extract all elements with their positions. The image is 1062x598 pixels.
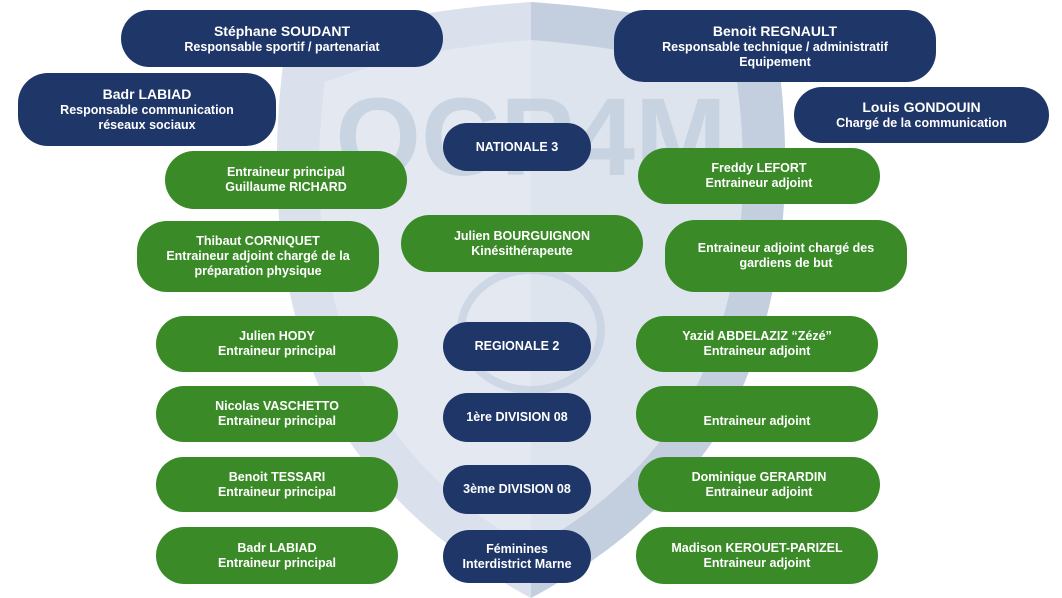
staff-labiad-com-role: Responsable communication xyxy=(60,103,234,117)
staff-gondouin: Louis GONDOUIN Chargé de la communicatio… xyxy=(794,87,1049,143)
staff-soudant: Stéphane SOUDANT Responsable sportif / p… xyxy=(121,10,443,67)
staff-bourguignon: Julien BOURGUIGNON Kinésithérapeute xyxy=(401,215,643,272)
staff-labiad-com-name: Badr LABIAD xyxy=(102,86,192,102)
coach-hody: Julien HODY Entraineur principal xyxy=(156,316,398,372)
coach-gerardin: Dominique GERARDIN Entraineur adjoint xyxy=(638,457,880,512)
staff-soudant-role: Responsable sportif / partenariat xyxy=(184,39,380,54)
coach-labiad: Badr LABIAD Entraineur principal xyxy=(156,527,398,584)
staff-labiad-com-role2: réseaux sociaux xyxy=(98,118,196,132)
staff-gondouin-name: Louis GONDOUIN xyxy=(862,99,981,115)
staff-regnault-role2: Equipement xyxy=(739,54,811,69)
category-1ere-division: 1ère DIVISION 08 xyxy=(443,393,591,442)
staff-regnault-role: Responsable technique / administratif xyxy=(662,39,888,54)
category-3eme-division: 3ème DIVISION 08 xyxy=(443,465,591,514)
coach-gardiens: Entraineur adjoint chargé des gardiens d… xyxy=(665,220,907,292)
coach-richard: Entraineur principal Guillaume RICHARD xyxy=(165,151,407,209)
coach-tessari: Benoit TESSARI Entraineur principal xyxy=(156,457,398,512)
coach-vaschetto: Nicolas VASCHETTO Entraineur principal xyxy=(156,386,398,442)
category-nationale-3: NATIONALE 3 xyxy=(443,123,591,171)
coach-adjoint-vacant: Entraineur adjoint xyxy=(636,386,878,442)
coach-corniquet: Thibaut CORNIQUET Entraineur adjoint cha… xyxy=(137,221,379,292)
category-regionale-2: REGIONALE 2 xyxy=(443,322,591,371)
staff-regnault-name: Benoit REGNAULT xyxy=(712,22,838,39)
staff-gondouin-role: Chargé de la communication xyxy=(836,116,1007,130)
coach-abdelaziz: Yazid ABDELAZIZ “Zézé” Entraineur adjoin… xyxy=(636,316,878,372)
category-feminines: Féminines Interdistrict Marne xyxy=(443,530,591,583)
coach-kerouet: Madison KEROUET-PARIZEL Entraineur adjoi… xyxy=(636,527,878,584)
staff-regnault: Benoit REGNAULT Responsable technique / … xyxy=(614,10,936,82)
staff-soudant-name: Stéphane SOUDANT xyxy=(213,22,351,39)
coach-lefort: Freddy LEFORT Entraineur adjoint xyxy=(638,148,880,204)
staff-labiad-communication: Badr LABIAD Responsable communication ré… xyxy=(18,73,276,146)
